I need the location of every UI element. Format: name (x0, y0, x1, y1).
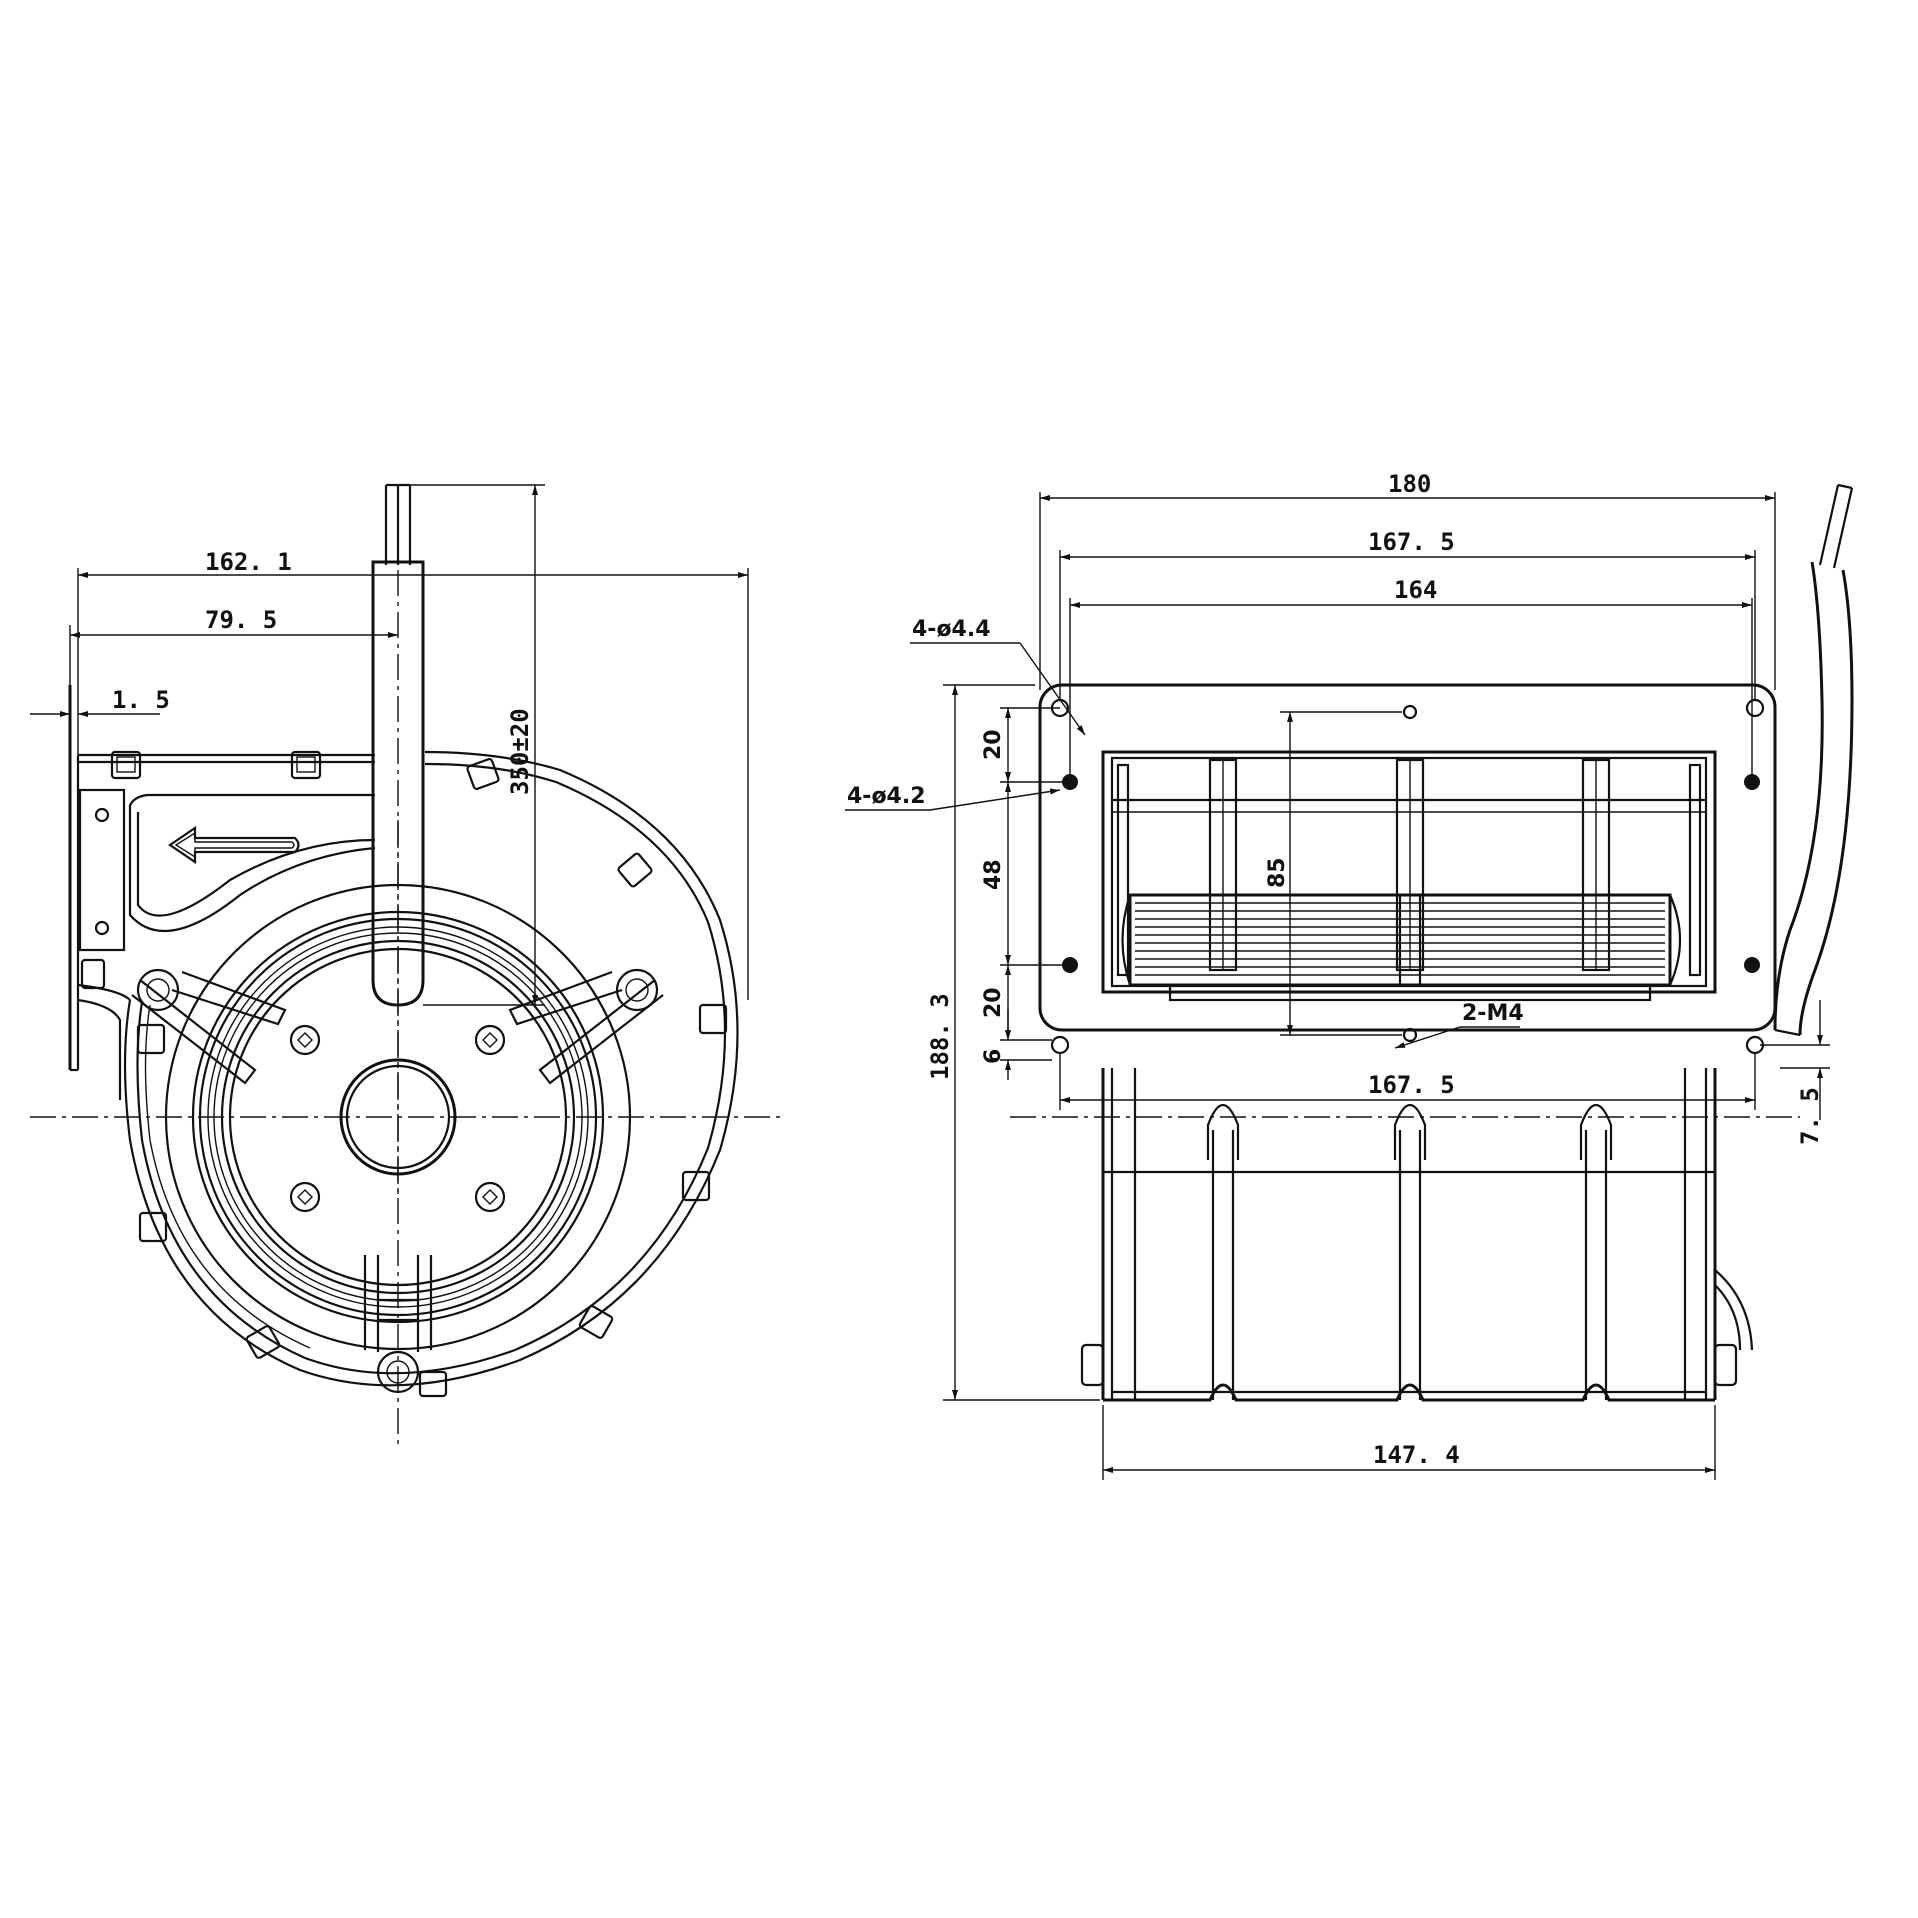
dim-188-3: 188. 3 (926, 993, 954, 1080)
label-holes-4-4: 4-ø4.4 (912, 617, 991, 642)
housing-clips (80, 758, 728, 1398)
dimension-labels: 162. 1 79. 5 1. 5 350±20 180 167. 5 164 … (112, 470, 1824, 1469)
side-dimensions (845, 492, 1830, 1480)
cable-front (371, 483, 425, 1007)
mount-arms (131, 968, 664, 1394)
dim-164: 164 (1394, 576, 1437, 604)
housing-body (1080, 1068, 1754, 1402)
dim-180: 180 (1388, 470, 1431, 498)
side-view (845, 483, 1854, 1480)
dim-20-top: 20 (981, 729, 1006, 760)
dim-48: 48 (981, 859, 1006, 890)
dim-6: 6 (981, 1049, 1006, 1064)
front-dimensions (30, 484, 749, 1006)
label-2-m4: 2-M4 (1462, 1001, 1524, 1026)
front-view (30, 483, 785, 1450)
dim-85: 85 (1265, 857, 1290, 888)
dim-162-1: 162. 1 (205, 548, 292, 576)
dim-79-5: 79. 5 (205, 606, 277, 634)
dim-147-4: 147. 4 (1373, 1441, 1460, 1469)
motor-screws (289, 1024, 506, 1213)
dim-20-bottom: 20 (981, 987, 1006, 1018)
dim-7-5: 7. 5 (1796, 1087, 1824, 1145)
label-holes-4-2: 4-ø4.2 (847, 784, 926, 809)
cable-side (1773, 483, 1854, 1037)
dim-1-5: 1. 5 (112, 686, 170, 714)
outlet-ribs (1116, 758, 1702, 977)
dim-167-5-top: 167. 5 (1368, 528, 1455, 556)
dim-350: 350±20 (506, 708, 534, 795)
dim-167-5-lower: 167. 5 (1368, 1071, 1455, 1099)
